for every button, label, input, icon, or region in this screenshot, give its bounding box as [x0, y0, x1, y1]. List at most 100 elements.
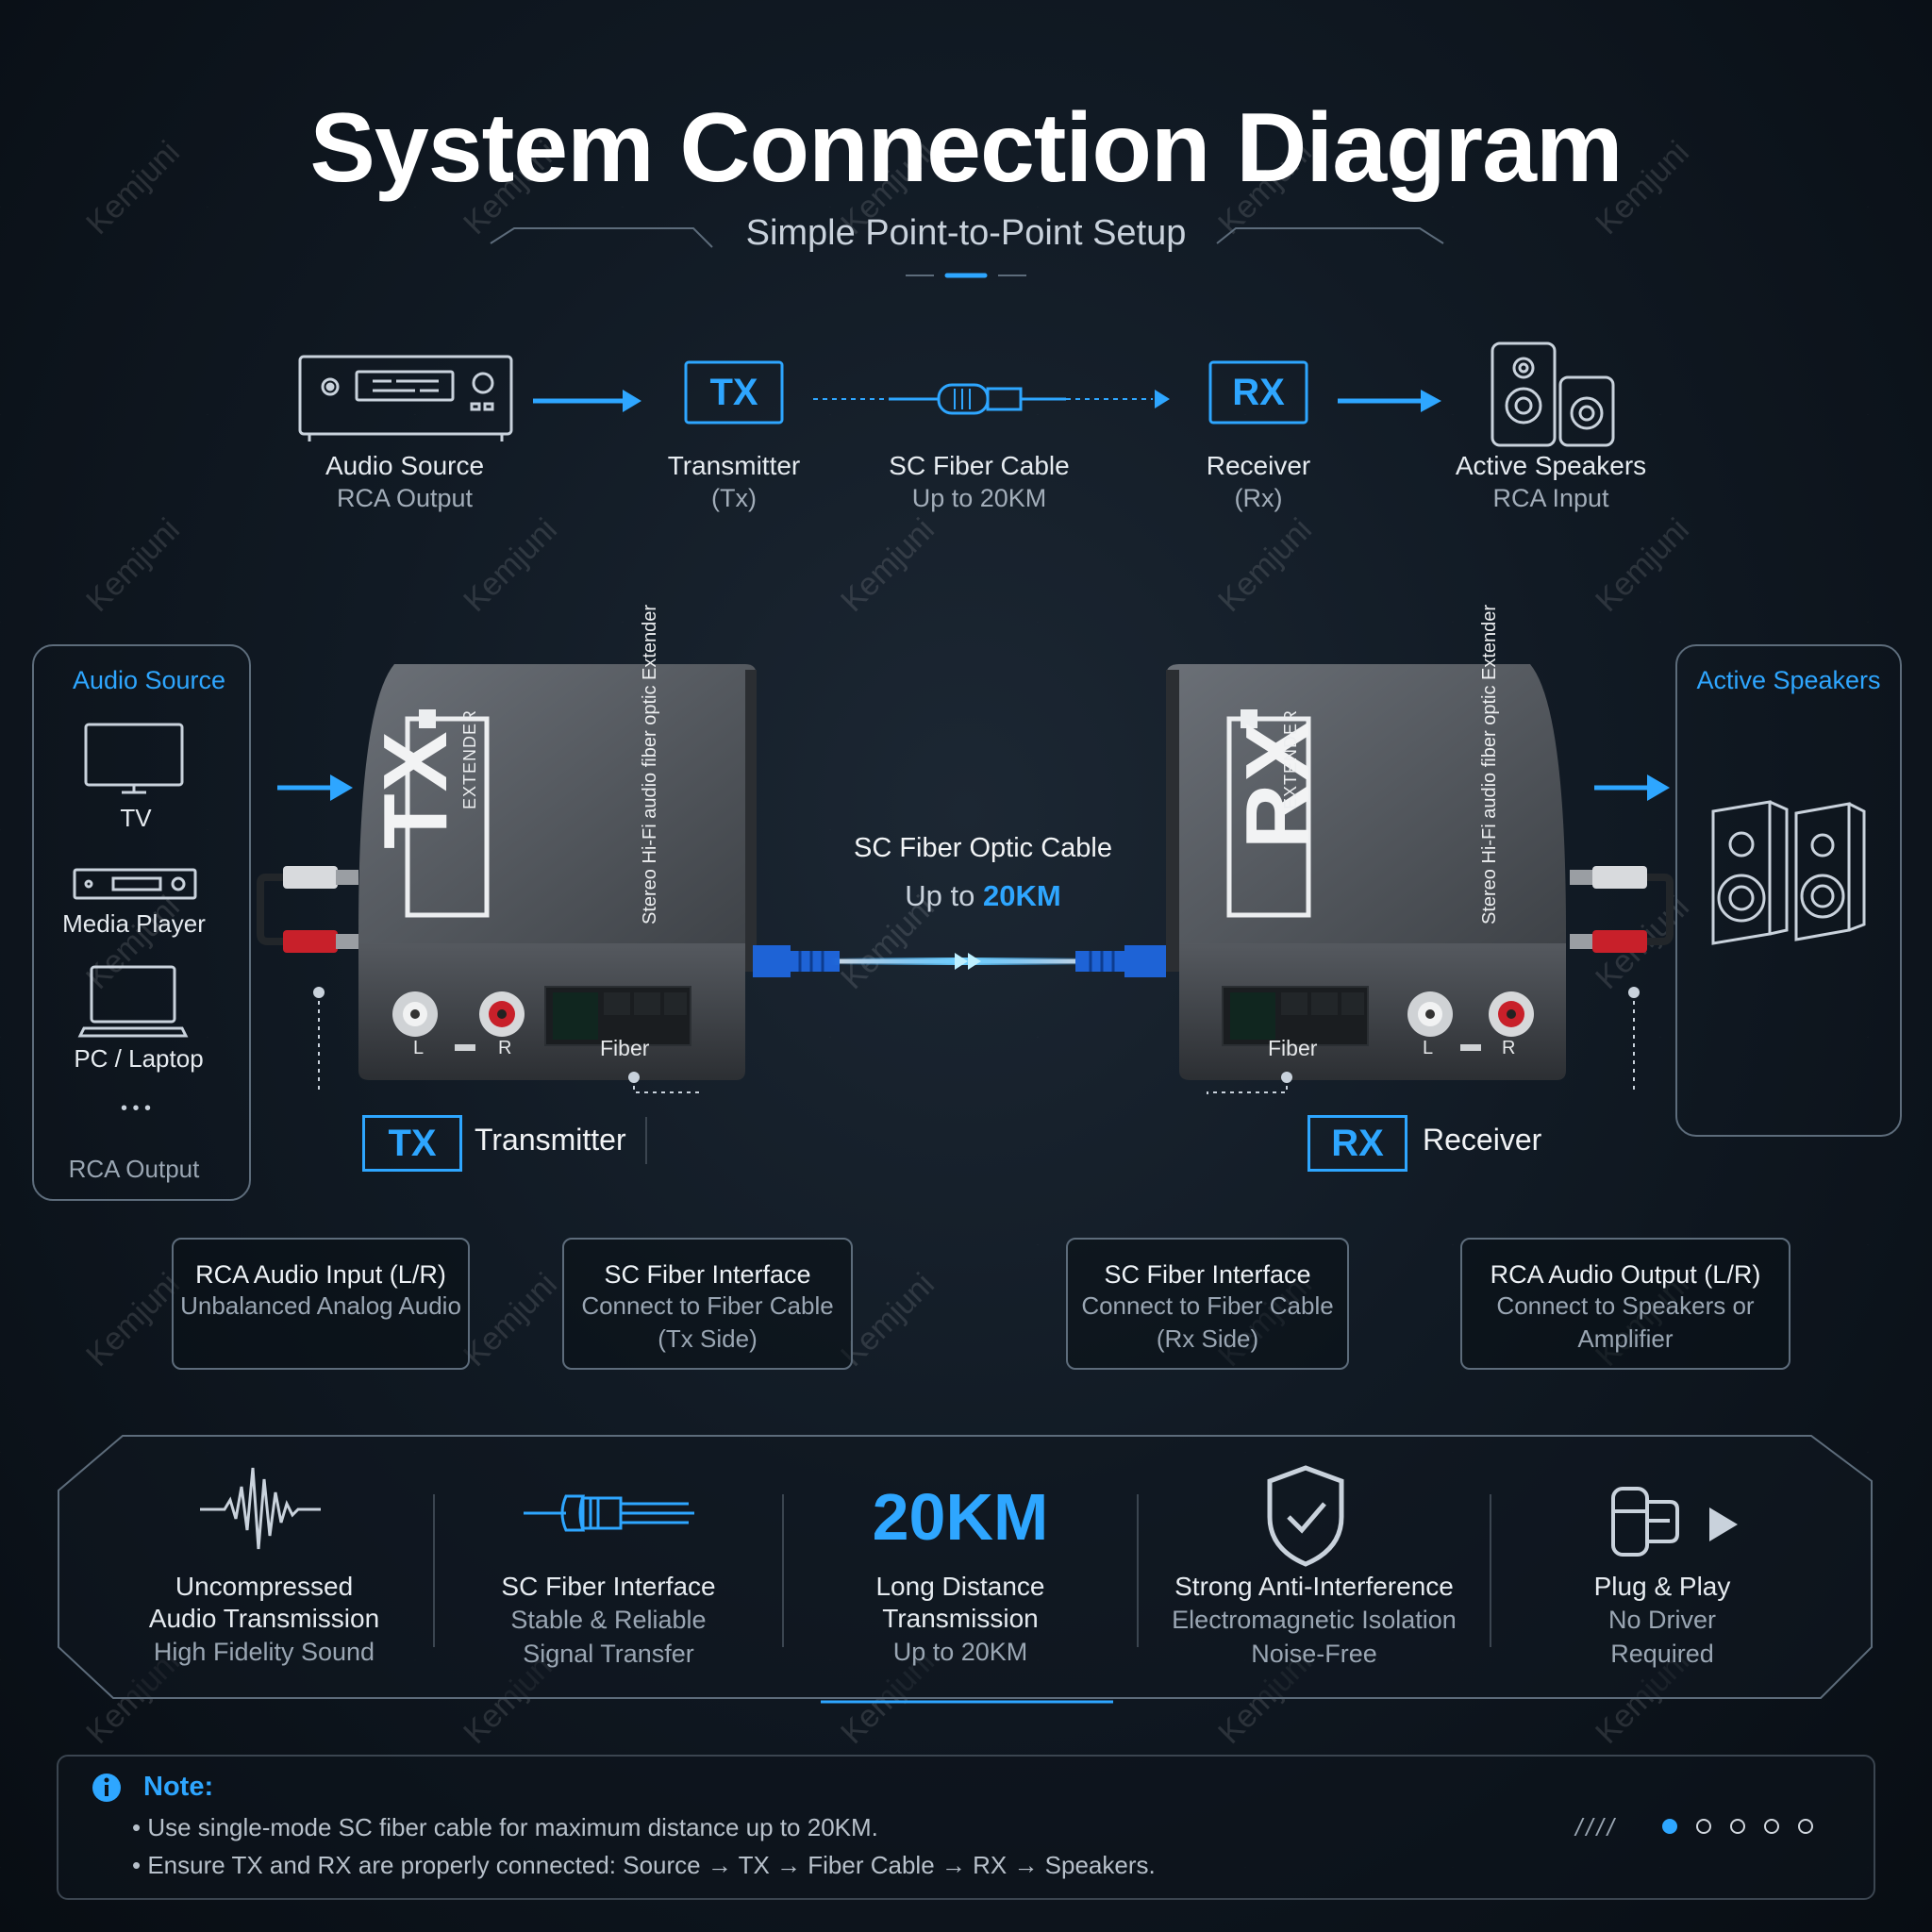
feature-title: Audio Transmission: [148, 1604, 380, 1633]
active-speakers-panel: [1675, 644, 1902, 1137]
callout-title: RCA Audio Output (L/R): [1490, 1260, 1761, 1289]
page-dot[interactable]: [1764, 1819, 1779, 1834]
shield-check-icon: [1267, 1465, 1344, 1567]
source-icons: [73, 723, 197, 1038]
callout-rx-fiber: SC Fiber Interface Connect to Fiber Cabl…: [1066, 1238, 1349, 1370]
feature-bar-frame: [58, 1435, 1873, 1704]
callout-line: Connect to Fiber Cable: [1081, 1291, 1334, 1320]
rx-badge-flow-text: RX: [1232, 371, 1285, 413]
output-arrow: [1594, 774, 1670, 801]
callout-tx-fiber: SC Fiber Interface Connect to Fiber Cabl…: [562, 1238, 853, 1370]
flow-arrow: [533, 390, 641, 412]
source-item-media-player: Media Player: [62, 909, 206, 938]
flow-sub-receiver: (Rx): [1234, 484, 1283, 512]
feature-sub: Required: [1610, 1640, 1714, 1668]
callout-line: Amplifier: [1577, 1324, 1674, 1353]
tx-port-r: R: [498, 1038, 512, 1058]
speaker-icon: [1491, 341, 1615, 447]
callout-line: Unbalanced Analog Audio: [180, 1291, 461, 1320]
tx-port-l: L: [413, 1038, 425, 1058]
speaker-pair-icon: [1711, 800, 1866, 945]
callout-line: Connect to Fiber Cable: [581, 1291, 834, 1320]
leader-dots: [313, 987, 1640, 1083]
feature-title: Transmission: [882, 1604, 1039, 1633]
tx-badge-flow: [684, 360, 784, 425]
tx-logo-text: TX: [365, 729, 466, 849]
cable-sub-prefix: Up to: [905, 879, 983, 912]
feature-sub: Electromagnetic Isolation: [1172, 1606, 1457, 1634]
flow-label-audio-source: Audio Source: [325, 451, 485, 480]
page-dot[interactable]: [1730, 1819, 1745, 1834]
tv-icon: [84, 723, 184, 794]
media-player-icon: [73, 868, 197, 900]
tx-badge-flow-text: TX: [709, 371, 758, 413]
feature-long-distance: Long Distance Transmission Up to 20KM: [783, 1571, 1138, 1669]
note-line-1: • Use single-mode SC fiber cable for max…: [132, 1813, 878, 1841]
rx-port-r: R: [1502, 1038, 1516, 1058]
rx-badge-flow: [1208, 360, 1308, 425]
page-subtitle: Simple Point-to-Point Setup: [745, 213, 1187, 253]
callout-line: (Tx Side): [658, 1324, 758, 1353]
feature-plug-play: Plug & Play No Driver Required: [1491, 1571, 1834, 1671]
source-item-tv: TV: [120, 804, 152, 832]
flow-label-active-speakers: Active Speakers: [1455, 451, 1647, 480]
plug-play-icon: [1611, 1487, 1738, 1557]
page-dot-active[interactable]: [1662, 1819, 1677, 1834]
tx-device-logo: TX: [364, 660, 468, 849]
flow-row-graphics: [298, 341, 1615, 447]
note-line-2: • Ensure TX and RX are properly connecte…: [132, 1851, 1156, 1879]
callout-title: SC Fiber Interface: [1104, 1260, 1311, 1289]
feature-20km-big: 20KM: [872, 1480, 1049, 1554]
feature-anti-interference: Strong Anti-Interference Electromagnetic…: [1138, 1571, 1491, 1671]
callout-title: SC Fiber Interface: [604, 1260, 811, 1289]
tx-caption-divider: [645, 1117, 647, 1164]
rx-caption-badge: RX: [1307, 1115, 1407, 1172]
fiber-connector-icon: [524, 1494, 694, 1532]
feature-title: SC Fiber Interface: [501, 1572, 716, 1601]
tx-caption: Transmitter: [475, 1123, 626, 1157]
feature-sub: No Driver: [1607, 1606, 1716, 1634]
callout-line: Connect to Speakers or: [1496, 1291, 1755, 1320]
feature-title: Plug & Play: [1593, 1572, 1731, 1601]
rx-extender-text: EXTENDER: [1281, 708, 1300, 809]
rx-device: [1166, 664, 1674, 1080]
source-more: • • •: [120, 1098, 152, 1119]
callout-rca-input: RCA Audio Input (L/R) Unbalanced Analog …: [172, 1238, 470, 1370]
flow-sub-fiber-cable: Up to 20KM: [911, 484, 1047, 512]
audio-source-panel: [32, 644, 251, 1201]
fiber-cable: [753, 945, 1166, 977]
rx-side-text: Stereo Hi-Fi audio fiber optic Extender: [1479, 604, 1500, 924]
feature-uncompressed: Uncompressed Audio Transmission High Fid…: [94, 1571, 434, 1669]
cable-sublabel: Up to 20KM: [792, 879, 1174, 913]
tx-extender-text: EXTENDER: [460, 708, 479, 809]
rx-caption: Receiver: [1423, 1123, 1542, 1157]
page-indicator: [1662, 1819, 1813, 1839]
active-speakers-panel-title: Active Speakers: [1696, 666, 1881, 694]
tx-caption-badge: TX: [362, 1115, 462, 1172]
feature-sub: Up to 20KM: [892, 1638, 1028, 1666]
flow-label-transmitter: Transmitter: [667, 451, 801, 480]
rx-port-l: L: [1423, 1038, 1434, 1058]
feature-sub: Noise-Free: [1251, 1640, 1377, 1668]
devices-graphics: [257, 664, 1674, 1094]
cable-sub-value: 20KM: [983, 879, 1061, 912]
rx-device-logo: RX: [1226, 660, 1330, 849]
audio-source-panel-title: Audio Source: [72, 666, 226, 694]
page-dot[interactable]: [1696, 1819, 1711, 1834]
page-title: System Connection Diagram: [309, 93, 1624, 203]
feature-sub: High Fidelity Sound: [153, 1638, 375, 1666]
laptop-icon: [77, 965, 189, 1038]
cable-label: SC Fiber Optic Cable: [854, 833, 1112, 863]
flow-sub-active-speakers: RCA Input: [1492, 484, 1609, 512]
flow-sub-audio-source: RCA Output: [336, 484, 474, 512]
leader-lines: [318, 992, 1635, 1094]
note-box: [57, 1755, 1875, 1900]
feature-title: Strong Anti-Interference: [1174, 1572, 1454, 1601]
flow-sub-transmitter: (Tx): [711, 484, 757, 512]
note-slashes: ////: [1575, 1813, 1618, 1841]
flow-label-receiver: Receiver: [1206, 451, 1311, 480]
feature-sc-fiber: SC Fiber Interface Stable & Reliable Sig…: [434, 1571, 783, 1671]
feature-sub: Stable & Reliable: [510, 1606, 707, 1634]
page-dot[interactable]: [1798, 1819, 1813, 1834]
waveform-icon: [200, 1467, 321, 1550]
